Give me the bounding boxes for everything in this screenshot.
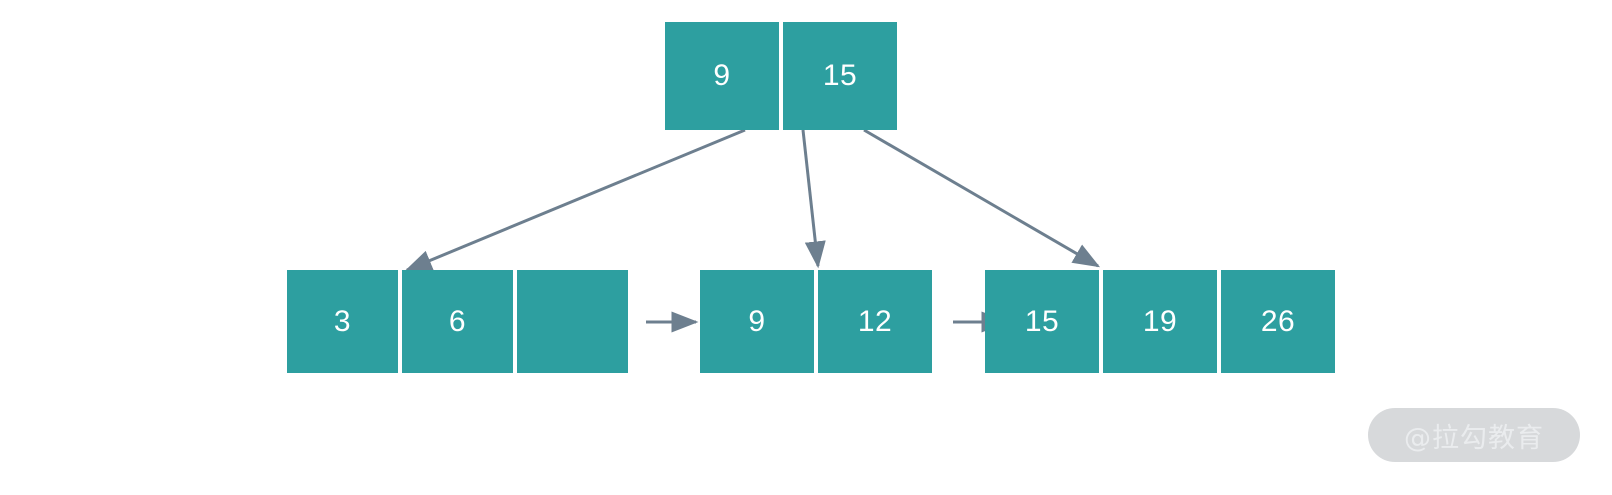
root-node[interactable]: 9 15	[665, 22, 897, 130]
edge-root-to-leaf-3	[863, 128, 1101, 268]
leaf-2-cell-1[interactable]: 12	[818, 270, 932, 373]
leaf-1-cell-0[interactable]: 3	[287, 270, 398, 373]
leaf-node-2[interactable]: 9 12	[700, 270, 932, 373]
watermark-badge: @拉勾教育	[1368, 408, 1580, 462]
leaf-node-3[interactable]: 15 19 26	[985, 270, 1335, 373]
leaf-3-cell-1[interactable]: 19	[1103, 270, 1217, 373]
edge-root-to-leaf-1	[404, 128, 746, 272]
leaf-2-cell-0[interactable]: 9	[700, 270, 814, 373]
leaf-node-1[interactable]: 3 6	[287, 270, 628, 373]
watermark-text: @拉勾教育	[1404, 422, 1544, 454]
edge-root-to-leaf-2	[801, 129, 826, 269]
leaf-3-cell-2[interactable]: 26	[1221, 270, 1335, 373]
leaf-3-cell-0[interactable]: 15	[985, 270, 1099, 373]
root-cell-0[interactable]: 9	[665, 22, 779, 130]
root-cell-1[interactable]: 15	[783, 22, 897, 130]
leaf-1-cell-1[interactable]: 6	[402, 270, 513, 373]
leaf-1-cell-2-empty[interactable]	[517, 270, 628, 373]
